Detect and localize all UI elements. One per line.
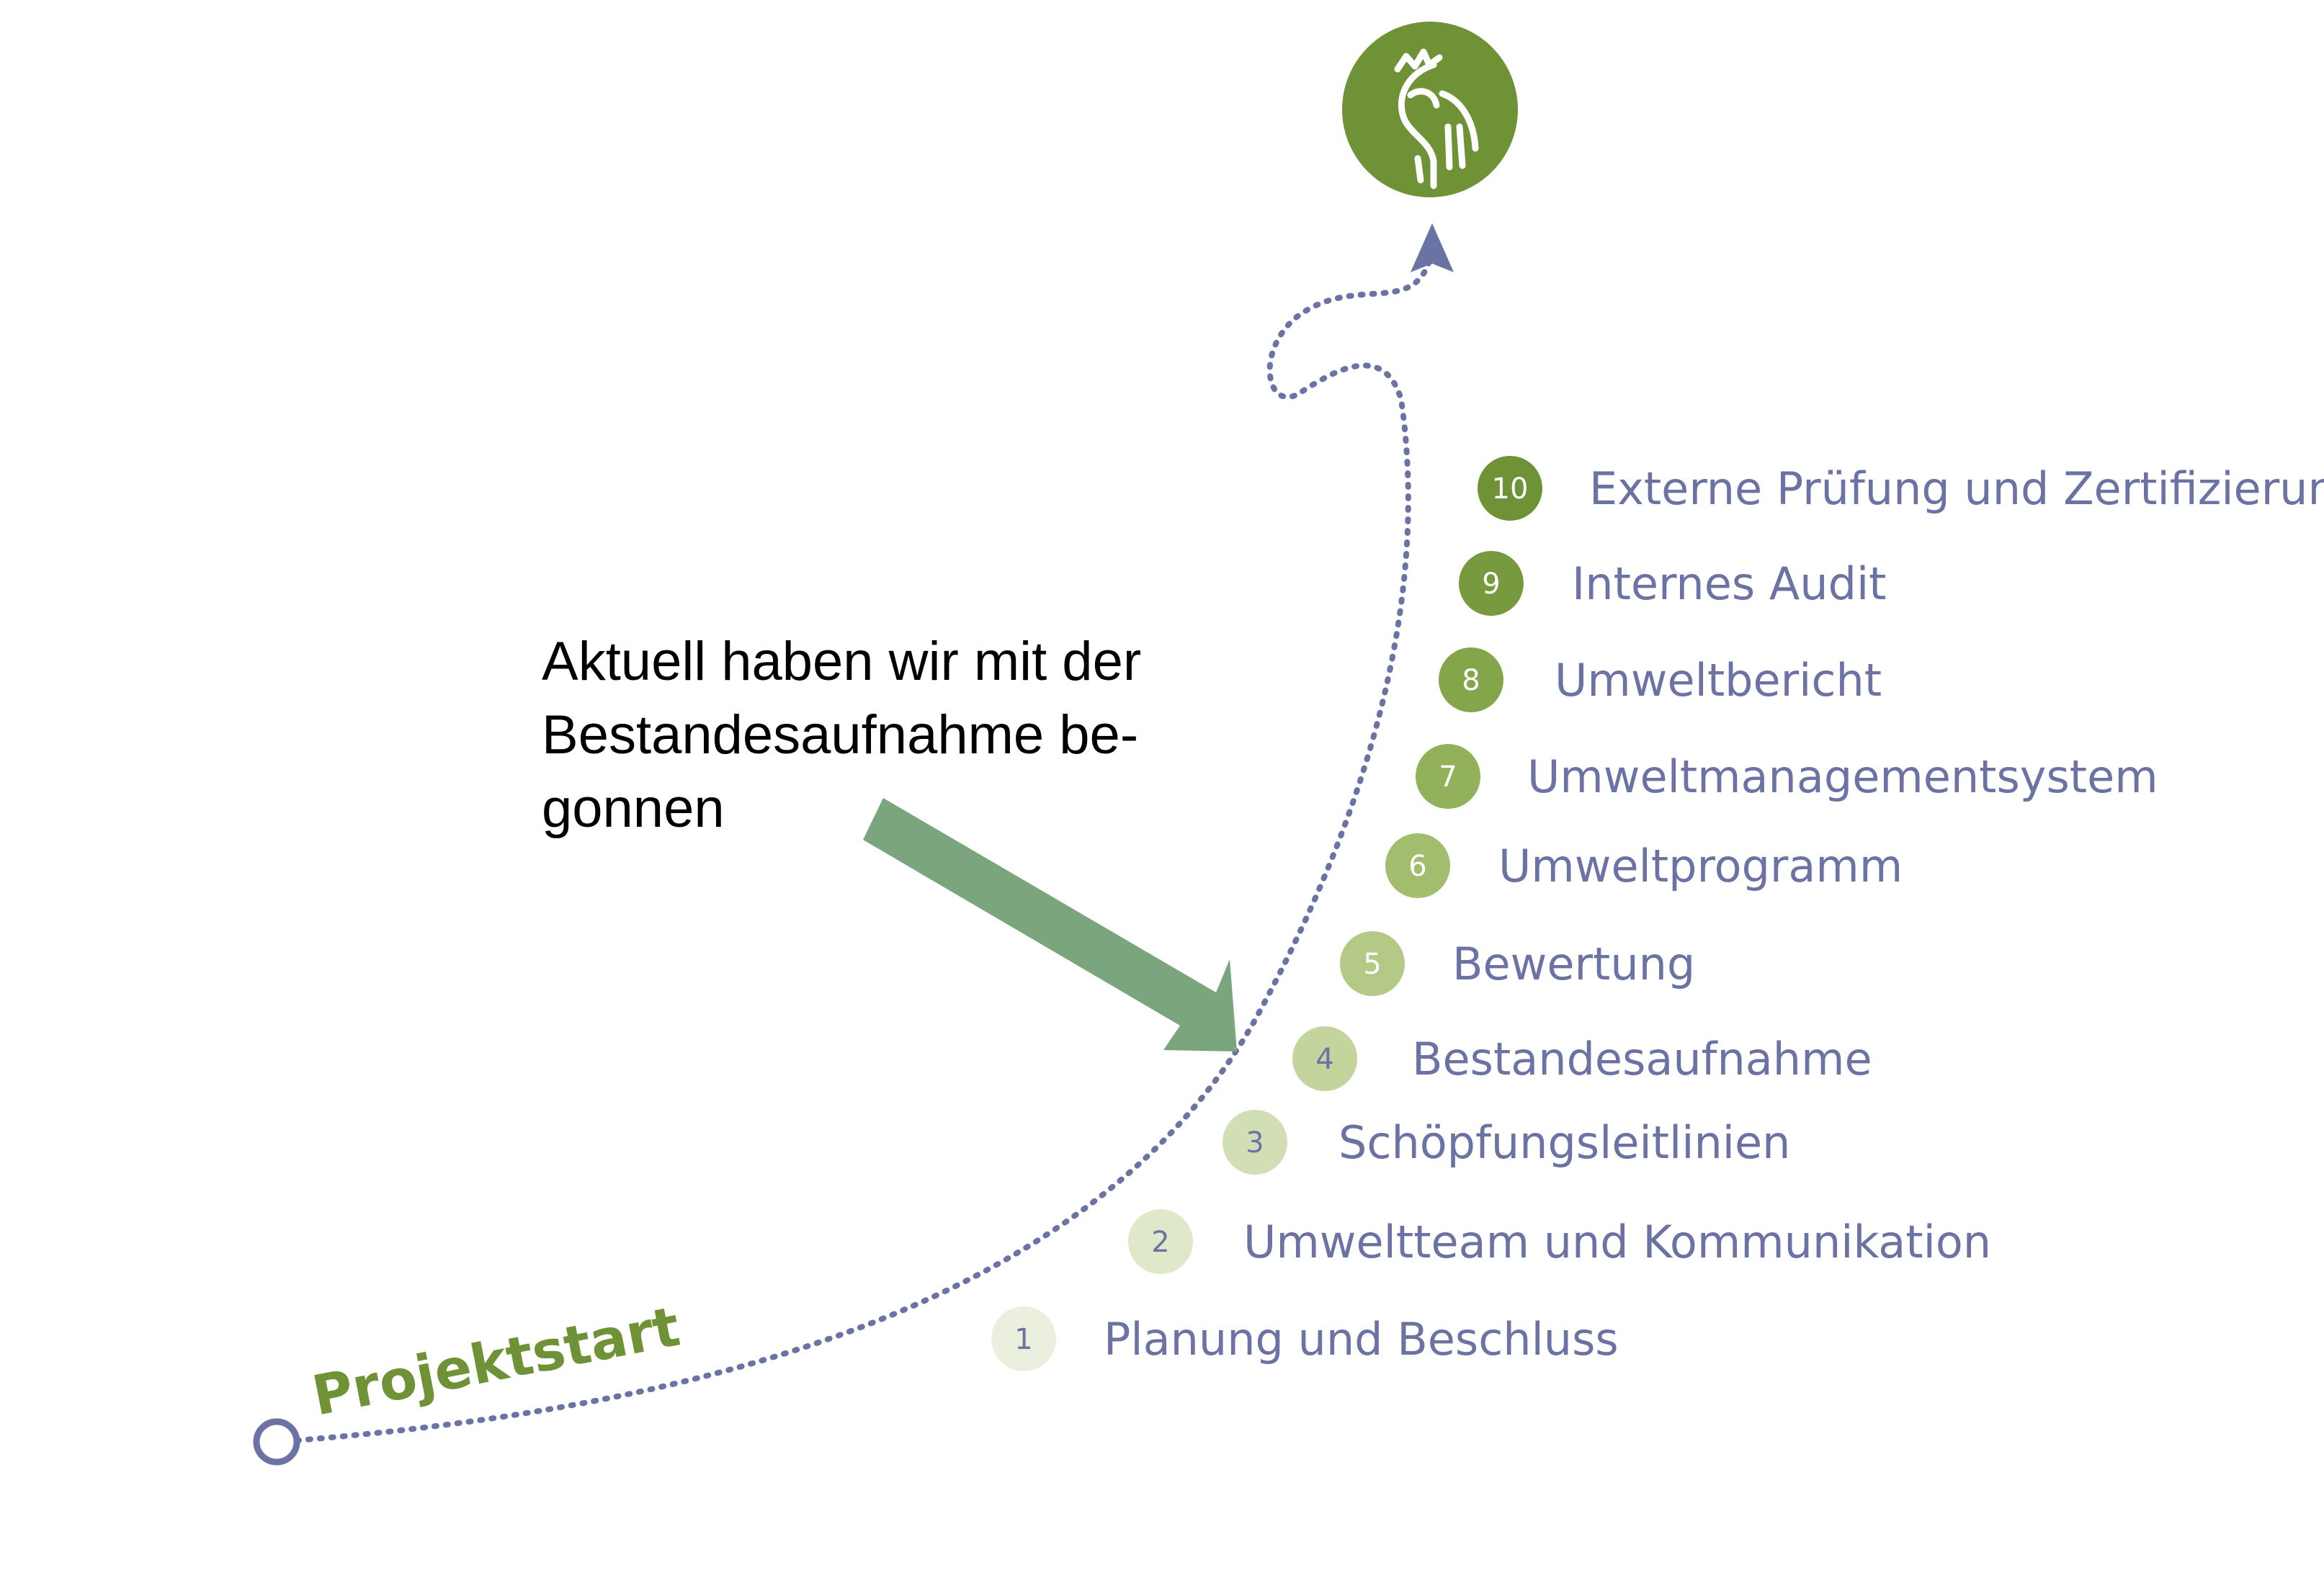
start-marker bbox=[253, 1418, 300, 1466]
step-label: Umweltprogramm bbox=[1498, 840, 1903, 892]
step-number: 1 bbox=[1014, 1323, 1032, 1356]
annotation-line-1: Aktuell haben wir mit der bbox=[542, 631, 1142, 692]
step-number: 5 bbox=[1363, 948, 1381, 981]
step-label: Planung und Beschluss bbox=[1104, 1313, 1619, 1365]
step-number: 2 bbox=[1151, 1226, 1169, 1259]
step-number-badge bbox=[1223, 1110, 1287, 1175]
step-number-badge bbox=[991, 1306, 1056, 1371]
progress-path bbox=[294, 256, 1433, 1443]
step-number-badge bbox=[1416, 744, 1480, 809]
step-label: Externe Prüfung und Zertifizierung bbox=[1589, 462, 2324, 515]
annotation-line-2: Bestandesaufnahme be- bbox=[542, 704, 1139, 766]
step-number-badge bbox=[1478, 456, 1542, 521]
step-number-badge bbox=[1439, 647, 1503, 712]
step-number: 4 bbox=[1315, 1043, 1333, 1076]
step-number: 3 bbox=[1246, 1126, 1264, 1160]
step-number-badge bbox=[1459, 551, 1524, 616]
step-item: 9 Internes Audit bbox=[1459, 551, 1886, 616]
step-label: Umweltbericht bbox=[1555, 654, 1882, 707]
pointer-arrow bbox=[863, 798, 1237, 1051]
step-item: 4 Bestandesaufnahme bbox=[1292, 1026, 1872, 1091]
start-label: Projektstart bbox=[307, 1294, 684, 1428]
step-item: 6 Umweltprogramm bbox=[1385, 833, 1903, 898]
step-label: Umweltteam und Kommunikation bbox=[1243, 1216, 1991, 1268]
step-number: 10 bbox=[1492, 472, 1529, 506]
step-number: 6 bbox=[1408, 850, 1426, 883]
step-item: 3 Schöpfungsleitlinien bbox=[1223, 1110, 1790, 1175]
step-number-badge bbox=[1385, 833, 1450, 898]
step-number-badge bbox=[1292, 1026, 1357, 1091]
step-number: 8 bbox=[1462, 664, 1480, 697]
step-item: 5 Bewertung bbox=[1340, 931, 1695, 996]
logo-circle bbox=[1342, 22, 1518, 197]
annotation-line-3: gonnen bbox=[542, 778, 725, 839]
step-item: 2 Umweltteam und Kommunikation bbox=[1128, 1209, 1991, 1274]
path-arrow-head bbox=[1411, 223, 1454, 272]
logo bbox=[1342, 22, 1518, 197]
rooster-icon bbox=[1394, 48, 1479, 189]
step-number-badge bbox=[1340, 931, 1405, 996]
annotation-text: Aktuell haben wir mit der Bestandesaufna… bbox=[542, 625, 1248, 846]
step-label: Umweltmanagementsystem bbox=[1527, 750, 2158, 803]
step-item: 1 Planung und Beschluss bbox=[991, 1306, 1619, 1371]
step-number-badge bbox=[1128, 1209, 1193, 1274]
step-number: 7 bbox=[1439, 761, 1457, 794]
steps-list: 1 Planung und Beschluss 2 Umweltteam und Ko… bbox=[991, 456, 2324, 1371]
step-item: 7 Umweltmanagementsystem bbox=[1416, 744, 2158, 809]
step-number: 9 bbox=[1482, 568, 1500, 601]
step-label: Schöpfungsleitlinien bbox=[1338, 1116, 1790, 1169]
step-item: 8 Umweltbericht bbox=[1439, 647, 1882, 712]
step-label: Bewertung bbox=[1452, 938, 1695, 990]
step-label: Internes Audit bbox=[1572, 557, 1886, 610]
step-label: Bestandesaufnahme bbox=[1412, 1033, 1872, 1085]
step-item: 10 Externe Prüfung und Zertifizierung bbox=[1478, 456, 2324, 521]
